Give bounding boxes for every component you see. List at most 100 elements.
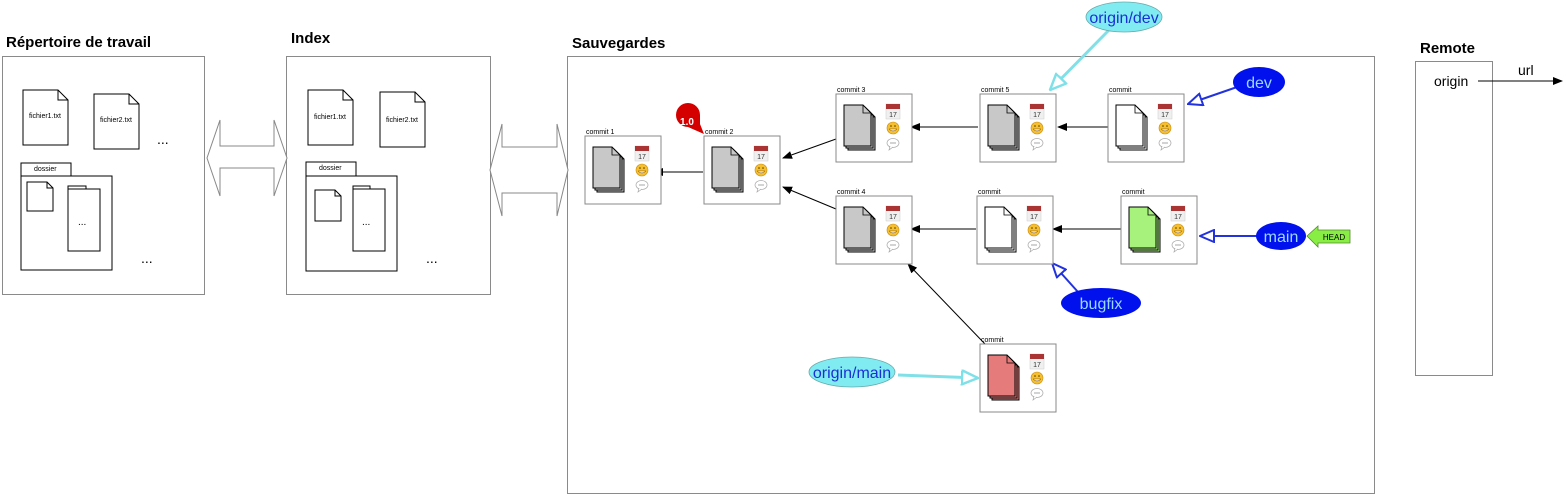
bugfix-pointer — [1052, 263, 1079, 293]
message-bubble-icon — [1030, 138, 1044, 151]
commit-files-icon — [843, 104, 876, 151]
branch-origin-dev[interactable]: origin/dev — [1085, 1, 1163, 33]
author-smiley-icon — [635, 163, 649, 177]
ellipsis: ... — [141, 250, 153, 266]
index-title: Index — [291, 30, 331, 47]
message-bubble-icon — [1158, 138, 1172, 151]
branch-dev[interactable]: dev — [1233, 67, 1285, 97]
author-smiley-icon — [1027, 223, 1041, 237]
branch-origin-dev-label: origin/dev — [1089, 10, 1158, 27]
message-bubble-icon — [1030, 388, 1044, 401]
folder-label: dossier — [319, 165, 342, 172]
svg-text:17: 17 — [1033, 362, 1041, 369]
calendar-icon: 17 — [634, 145, 650, 162]
working-dir-title: Répertoire de travail — [6, 34, 152, 51]
sync-arrow-index-commits — [489, 123, 569, 217]
ellipsis: ... — [157, 131, 169, 147]
calendar-icon: 17 — [1029, 353, 1045, 370]
calendar-icon: 17 — [885, 103, 901, 120]
svg-text:17: 17 — [638, 154, 646, 161]
calendar-icon: 17 — [1026, 205, 1042, 222]
message-bubble-icon — [886, 138, 900, 151]
branch-bugfix[interactable]: bugfix — [1061, 288, 1141, 318]
remote-origin[interactable]: origin — [1434, 73, 1469, 89]
origin-main-pointer — [897, 375, 978, 378]
commit-files-icon — [592, 146, 625, 193]
branch-dev-label: dev — [1246, 75, 1272, 92]
commit-files-icon — [843, 206, 876, 253]
index-files — [305, 89, 426, 272]
origin-dev-pointer — [1050, 27, 1112, 90]
file2-label: fichier2.txt — [100, 117, 132, 124]
commit-label: commit 4 — [837, 189, 866, 196]
author-smiley-icon — [1030, 371, 1044, 385]
folder-label: dossier — [34, 166, 57, 173]
message-bubble-icon — [886, 240, 900, 253]
commits-layer: commit 1 17 commit 2 17 commit 3 17 commit 5 17… — [584, 87, 1198, 413]
commit-c1[interactable]: commit 1 17 — [584, 129, 662, 205]
message-bubble-icon — [754, 180, 768, 193]
dev-pointer — [1188, 85, 1241, 104]
commit-c5[interactable]: commit 5 17 — [979, 87, 1057, 163]
svg-text:17: 17 — [1161, 112, 1169, 119]
commit-label: commit 2 — [705, 129, 734, 136]
calendar-icon: 17 — [1029, 103, 1045, 120]
commit-c2[interactable]: commit 2 17 — [703, 129, 781, 205]
commits-title: Sauvegardes — [572, 35, 666, 52]
svg-text:17: 17 — [757, 154, 765, 161]
author-smiley-icon — [754, 163, 768, 177]
commit-label: commit 3 — [837, 87, 866, 94]
remote-title: Remote — [1420, 40, 1476, 57]
working-dir-files — [20, 89, 140, 271]
commit-label: commit — [1109, 87, 1132, 94]
file1-label: fichier1.txt — [29, 113, 61, 120]
file1-label: fichier1.txt — [314, 114, 346, 121]
author-smiley-icon — [1030, 121, 1044, 135]
commit-c3[interactable]: commit 3 17 — [835, 87, 913, 163]
branch-main[interactable]: main — [1256, 222, 1306, 250]
file-icon — [93, 93, 140, 150]
commit-files-icon — [987, 104, 1020, 151]
svg-text:17: 17 — [889, 214, 897, 221]
svg-text:17: 17 — [1030, 214, 1038, 221]
author-smiley-icon — [1171, 223, 1185, 237]
commit-c7[interactable]: commit 17 — [976, 189, 1054, 265]
sync-arrow-workdir-index — [206, 119, 288, 197]
branch-origin-main[interactable]: origin/main — [808, 356, 896, 388]
commit-files-icon — [711, 146, 744, 193]
file-icon — [22, 89, 69, 146]
tag-label: 1.0 — [680, 117, 694, 128]
calendar-icon: 17 — [1157, 103, 1173, 120]
message-bubble-icon — [635, 180, 649, 193]
author-smiley-icon — [1158, 121, 1172, 135]
commit-label: commit 1 — [586, 129, 615, 136]
commit-files-icon — [984, 206, 1017, 253]
calendar-icon: 17 — [885, 205, 901, 222]
commit-files-icon — [987, 354, 1020, 401]
commit-c4[interactable]: commit 4 17 — [835, 189, 913, 265]
ellipsis: ... — [426, 250, 438, 266]
remote-panel — [1415, 61, 1493, 376]
author-smiley-icon — [886, 223, 900, 237]
commit-links — [653, 77, 1563, 345]
commit-c6[interactable]: commit 17 — [1107, 87, 1185, 163]
head-pointer[interactable]: HEAD — [1306, 225, 1351, 248]
message-bubble-icon — [1171, 240, 1185, 253]
remote-url-label: url — [1518, 62, 1534, 78]
branch-bugfix-label: bugfix — [1080, 296, 1123, 313]
file2-label: fichier2.txt — [386, 117, 418, 124]
svg-text:17: 17 — [889, 112, 897, 119]
ellipsis: ... — [78, 217, 87, 228]
svg-text:17: 17 — [1174, 214, 1182, 221]
ellipsis: ... — [362, 217, 371, 228]
author-smiley-icon — [886, 121, 900, 135]
commit-label: commit — [978, 189, 1001, 196]
tag-1-0[interactable]: 1.0 — [676, 103, 704, 134]
commit-files-icon — [1115, 104, 1148, 151]
calendar-icon: 17 — [753, 145, 769, 162]
commit-label: commit 5 — [981, 87, 1010, 94]
commit-label: commit — [981, 337, 1004, 344]
commit-c9[interactable]: commit 17 — [979, 337, 1057, 413]
